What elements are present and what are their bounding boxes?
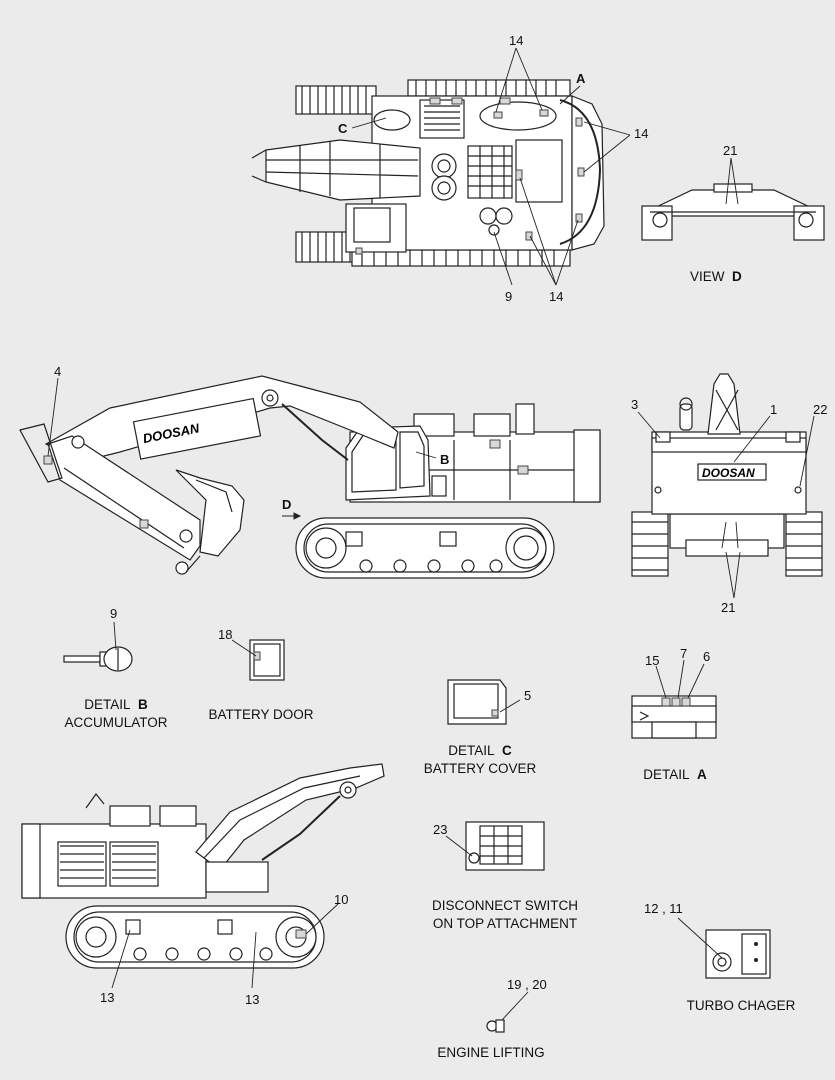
- caption-disconnect-switch: DISCONNECT SWITCH ON TOP ATTACHMENT: [431, 898, 578, 931]
- engine-lifting-drawing: [486, 991, 529, 1033]
- callout-9-top: 9: [505, 289, 513, 304]
- callout-21-rear: 21: [721, 600, 736, 615]
- detail-c-drawing: [447, 679, 521, 725]
- callout-15: 15: [645, 653, 660, 668]
- callout-14-bottom: 14: [549, 289, 564, 304]
- callout-14-top: 14: [509, 33, 524, 48]
- callout-14-right: 14: [634, 126, 649, 141]
- callout-5: 5: [524, 688, 532, 703]
- callout-10: 10: [334, 892, 349, 907]
- callout-6: 6: [703, 649, 711, 664]
- caption-detail-a: DETAIL A: [643, 767, 707, 782]
- callout-a: A: [576, 71, 586, 86]
- callout-12-11: 12 , 11: [644, 901, 683, 916]
- callout-7: 7: [680, 646, 688, 661]
- caption-view-d: VIEW D: [690, 269, 742, 284]
- detail-a-drawing: [631, 659, 717, 739]
- rear-view-drawing: DOOSAN: [631, 373, 823, 577]
- side-view-leaders: [47, 377, 437, 459]
- callout-9-detail-b: 9: [110, 606, 118, 621]
- callout-1: 1: [770, 402, 778, 417]
- rear-view-leaders: [637, 411, 815, 599]
- rear-logo: DOOSAN: [702, 466, 755, 480]
- lower-side-drawing: [21, 763, 385, 989]
- callout-c: C: [338, 121, 348, 136]
- view-d-drawing: [641, 157, 825, 241]
- battery-door-drawing: [231, 639, 285, 681]
- detail-b-drawing: [63, 621, 133, 672]
- callout-22: 22: [813, 402, 828, 417]
- callout-13-left: 13: [100, 990, 115, 1005]
- top-view-drawing: [251, 79, 605, 267]
- callout-19-20: 19 , 20: [507, 977, 547, 992]
- top-view-leaders: [351, 47, 631, 286]
- caption-battery-door: BATTERY DOOR: [208, 707, 314, 722]
- disconnect-switch-drawing: [445, 821, 545, 871]
- caption-turbo-charger: TURBO CHAGER: [686, 998, 796, 1013]
- callout-21-view-d: 21: [723, 143, 738, 158]
- side-view-drawing: DOOSAN: [19, 375, 601, 579]
- callout-23: 23: [433, 822, 448, 837]
- caption-detail-b: DETAIL B ACCUMULATOR: [64, 697, 168, 730]
- callout-18: 18: [218, 627, 233, 642]
- callout-3: 3: [631, 397, 639, 412]
- caption-detail-c: DETAIL C BATTERY COVER: [423, 743, 537, 776]
- callout-13-right: 13: [245, 992, 260, 1007]
- callout-d-arrow: D: [282, 497, 292, 512]
- callout-4: 4: [54, 364, 62, 379]
- caption-engine-lifting: ENGINE LIFTING: [437, 1045, 545, 1060]
- turbo-charger-drawing: [677, 917, 771, 979]
- callout-b: B: [440, 452, 450, 467]
